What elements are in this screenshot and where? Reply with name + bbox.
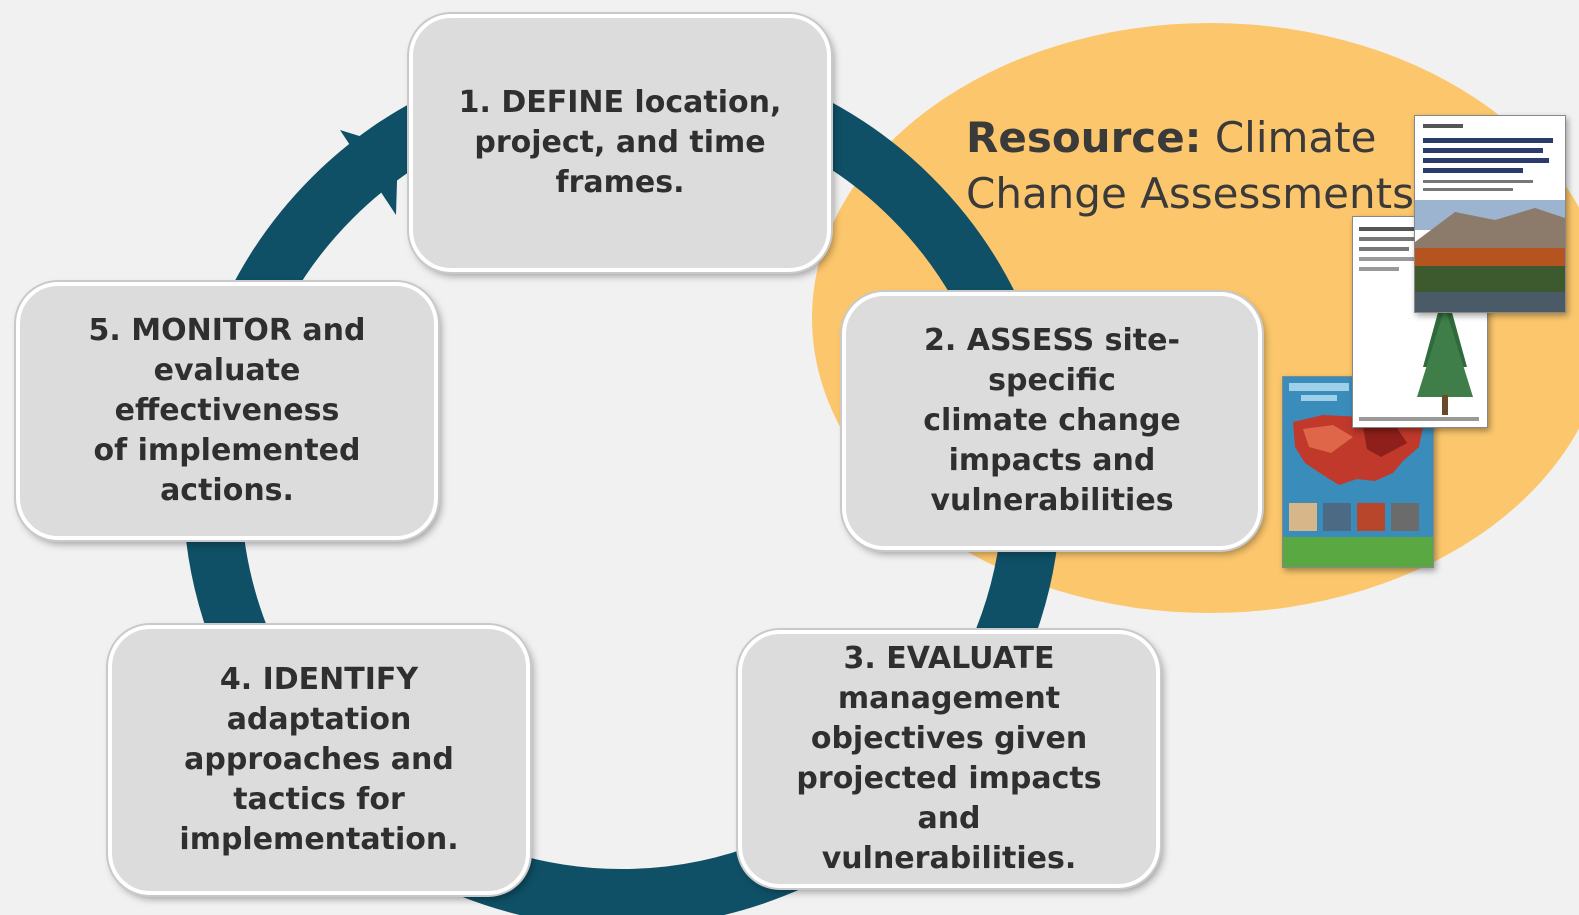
resource-title-bold: Resource:	[966, 113, 1202, 162]
step-2-assess-box[interactable]: 2. ASSESS site-specific climate change i…	[842, 292, 1262, 550]
step-3-label: 3. EVALUATE management objectives given …	[796, 641, 1102, 876]
resource-title: Resource: Climate Change Assessments	[966, 110, 1414, 222]
step-5-label: 5. MONITOR and evaluate effectiveness of…	[88, 313, 366, 508]
forest-ecosystem-vulnerability-assessment-cover[interactable]	[1414, 115, 1566, 313]
resource-title-rest: Climate Change Assessments	[966, 113, 1414, 218]
step-5-monitor-box[interactable]: 5. MONITOR and evaluate effectiveness of…	[16, 282, 438, 540]
step-4-identify-box[interactable]: 4. IDENTIFY adaptation approaches and ta…	[108, 625, 530, 895]
step-1-define-box[interactable]: 1. DEFINE location, project, and time fr…	[409, 14, 831, 272]
step-4-label: 4. IDENTIFY adaptation approaches and ta…	[179, 662, 459, 857]
step-2-label: 2. ASSESS site-specific climate change i…	[923, 323, 1181, 518]
us-map-cover-image	[1283, 377, 1433, 567]
climate-change-impacts-us-report-cover[interactable]	[1282, 376, 1434, 568]
mountain-cover-image	[1415, 116, 1565, 312]
step-3-evaluate-box[interactable]: 3. EVALUATE management objectives given …	[738, 630, 1160, 888]
step-1-label: 1. DEFINE location, project, and time fr…	[458, 85, 782, 200]
cycle-arrowhead	[340, 130, 398, 215]
